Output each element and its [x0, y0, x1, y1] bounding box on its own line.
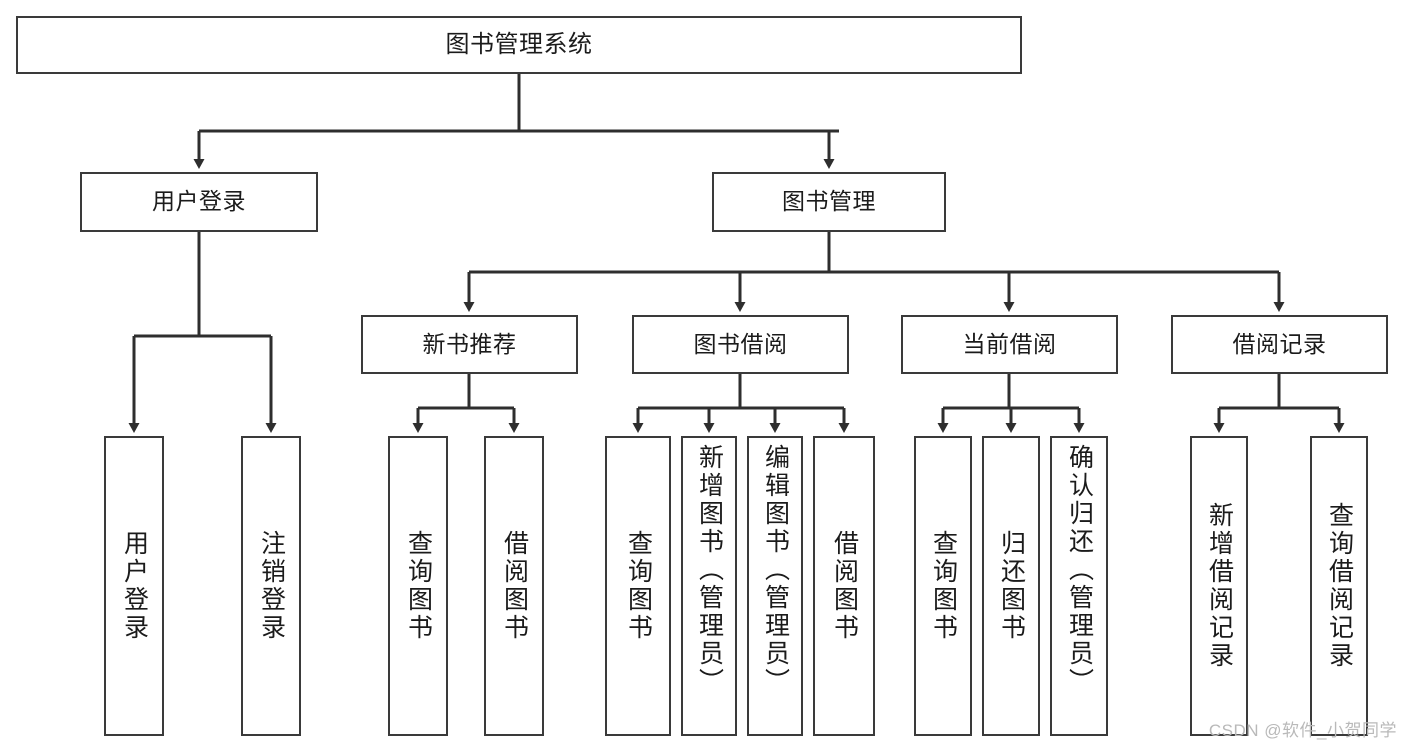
node-leaf-3[interactable]: 借阅图书 [484, 436, 544, 736]
node-level3-label: 当前借阅 [962, 330, 1057, 357]
csdn-watermark: CSDN @软件_小贺同学 [1208, 721, 1397, 740]
node-level3-label: 新书推荐 [422, 330, 517, 357]
node-leaf-0[interactable]: 用户登录 [104, 436, 164, 736]
node-level2-label: 图书管理 [782, 188, 876, 215]
node-leaf-label: 确认归还（管理员） [1065, 444, 1094, 696]
node-leaf-12[interactable]: 查询借阅记录 [1310, 436, 1368, 736]
node-leaf-9[interactable]: 归还图书 [982, 436, 1040, 736]
node-level3-label: 借阅记录 [1232, 330, 1327, 357]
node-root-system[interactable]: 图书管理系统 [16, 16, 1022, 74]
node-leaf-label: 新增借阅记录 [1205, 502, 1234, 670]
node-level2-label: 用户登录 [152, 188, 246, 215]
node-leaf-5[interactable]: 新增图书（管理员） [681, 436, 737, 736]
node-leaf-11[interactable]: 新增借阅记录 [1190, 436, 1248, 736]
node-leaf-label: 新增图书（管理员） [695, 444, 724, 696]
node-leaf-label: 查询借阅记录 [1325, 502, 1354, 670]
node-leaf-2[interactable]: 查询图书 [388, 436, 448, 736]
node-leaf-6[interactable]: 编辑图书（管理员） [747, 436, 803, 736]
node-leaf-label: 查询图书 [624, 530, 653, 642]
node-leaf-10[interactable]: 确认归还（管理员） [1050, 436, 1108, 736]
node-leaf-label: 用户登录 [120, 530, 149, 642]
node-leaf-label: 注销登录 [257, 530, 286, 642]
node-level3-1[interactable]: 图书借阅 [632, 315, 849, 374]
node-leaf-label: 查询图书 [929, 530, 958, 642]
node-level3-2[interactable]: 当前借阅 [901, 315, 1118, 374]
node-leaf-label: 编辑图书（管理员） [761, 444, 790, 696]
node-leaf-label: 查询图书 [404, 530, 433, 642]
node-leaf-7[interactable]: 借阅图书 [813, 436, 875, 736]
node-level3-label: 图书借阅 [693, 330, 788, 357]
node-leaf-8[interactable]: 查询图书 [914, 436, 972, 736]
node-level2-1[interactable]: 图书管理 [712, 172, 946, 232]
node-level2-0[interactable]: 用户登录 [80, 172, 318, 232]
node-leaf-label: 归还图书 [997, 530, 1026, 642]
node-leaf-4[interactable]: 查询图书 [605, 436, 671, 736]
node-root-label: 图书管理系统 [445, 30, 593, 58]
node-level3-0[interactable]: 新书推荐 [361, 315, 578, 374]
node-leaf-1[interactable]: 注销登录 [241, 436, 301, 736]
node-level3-3[interactable]: 借阅记录 [1171, 315, 1388, 374]
node-leaf-label: 借阅图书 [500, 530, 529, 642]
node-leaf-label: 借阅图书 [830, 530, 859, 642]
